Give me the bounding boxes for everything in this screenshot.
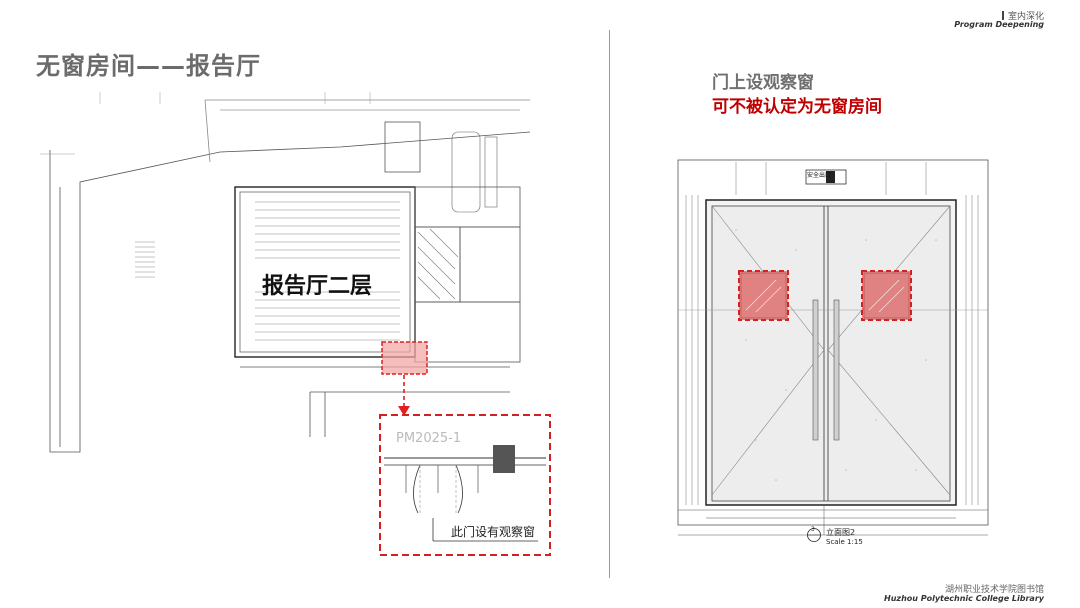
section-label-en: Program Deepening (954, 20, 1044, 29)
section-bar-icon (1001, 11, 1004, 20)
observation-window-left (738, 270, 789, 321)
conclusion-text: 可不被认定为无窗房间 (712, 97, 882, 117)
floor-label: 报告厅二层 (262, 274, 373, 299)
footer-org-cn: 湖州职业技术学院图书馆 (944, 585, 1044, 595)
door-detail-drawing (379, 414, 551, 556)
observation-window-right (861, 270, 912, 321)
exit-sign-text: 安全出口 (807, 172, 832, 179)
door-elevation-drawing (677, 159, 989, 536)
detail-code: PM2025-1 (396, 431, 462, 446)
floor-plan-drawing (40, 92, 531, 453)
page-title: 无窗房间——报告厅 (36, 52, 261, 80)
section-label-text: 室内深化 (1007, 12, 1044, 22)
section-label-cn: 室内深化 (1001, 9, 1044, 22)
drawing-scale: Scale 1:15 (826, 538, 863, 546)
drawing-number: 3 (811, 526, 815, 533)
drawing-number-icon (807, 528, 821, 542)
subtitle: 门上设观察窗 (712, 73, 814, 93)
detail-note: 此门设有观察窗 (451, 525, 536, 539)
vertical-divider (609, 30, 610, 578)
drawing-caption: 立面图2 (826, 528, 856, 537)
footer-org-en: Huzhou Polytechnic College Library (884, 594, 1044, 603)
